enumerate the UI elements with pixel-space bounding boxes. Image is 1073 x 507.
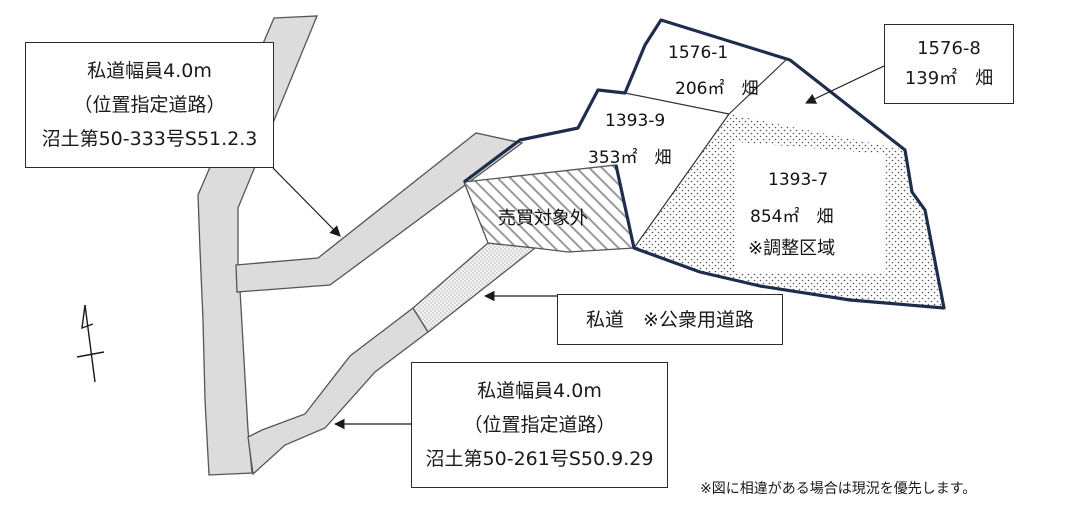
plot-1393-7-note: ※調整区域 <box>748 238 836 259</box>
leader-1576-8 <box>805 65 885 104</box>
road-branch-lower <box>247 307 429 476</box>
callout-road-upper: 私道幅員4.0m （位置指定道路） 沼土第50-333号S51.2.3 <box>25 42 274 168</box>
plot-1393-9-number: 1393-9 <box>605 111 666 131</box>
division-line-top <box>624 92 730 115</box>
plot-1576-1-area: 206㎡ 畑 <box>675 79 759 99</box>
callout-road-upper-line1: 私道幅員4.0m <box>87 60 212 82</box>
plot-1393-9-area: 353㎡ 畑 <box>588 148 672 168</box>
plot-1393-7-area: 854㎡ 畑 <box>750 207 834 227</box>
division-line-1576 <box>728 57 789 115</box>
callout-private-road: 私道 ※公衆用道路 <box>557 294 783 345</box>
footnote: ※図に相違がある場合は現況を優先します。 <box>700 481 977 497</box>
division-line-1393 <box>633 113 730 249</box>
callout-1576-8-number: 1576-8 <box>917 38 981 59</box>
plot-1576-1-number: 1576-1 <box>668 43 729 63</box>
callout-road-lower-line1: 私道幅員4.0m <box>477 380 602 402</box>
road-branch-upper <box>235 132 524 293</box>
callout-road-lower-line2: （位置指定道路） <box>463 414 616 436</box>
plot-excluded-label: 売買対象外 <box>498 208 588 229</box>
plot-outline <box>463 18 946 310</box>
callout-1576-8: 1576-8 139㎡ 畑 <box>884 24 1014 104</box>
leader-road-upper <box>272 167 341 237</box>
plot-1393-7-number: 1393-7 <box>768 170 829 190</box>
plot-1393-7-inner <box>736 142 884 272</box>
callout-private-road-label: 私道 ※公衆用道路 <box>586 308 754 331</box>
callout-1576-8-area: 139㎡ 畑 <box>904 68 994 89</box>
north-arrow-icon <box>76 304 105 383</box>
callout-road-lower-line3: 沼土第50-261号S50.9.29 <box>425 448 654 470</box>
private-road-strip <box>412 242 537 333</box>
callout-road-lower: 私道幅員4.0m （位置指定道路） 沼土第50-261号S50.9.29 <box>411 362 668 488</box>
callout-road-upper-line3: 沼土第50-333号S51.2.3 <box>41 128 258 150</box>
callout-road-upper-line2: （位置指定道路） <box>73 94 226 116</box>
